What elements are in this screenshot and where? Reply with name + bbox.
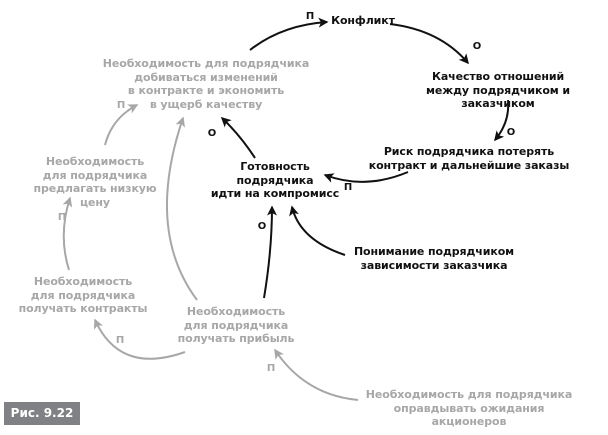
polarity-conflict-to-quality: О — [472, 41, 482, 52]
node-compromise: Готовность подрядчика идти на компромисс — [210, 160, 340, 200]
polarity-quality-to-risk: О — [506, 127, 516, 138]
polarity-compromise-to-change: О — [207, 128, 217, 139]
arrow-profit-to-change — [166, 116, 198, 301]
node-relationship-quality: Качество отношений между подрядчиком и з… — [425, 70, 571, 110]
polarity-profit-to-contracts: П — [115, 335, 125, 346]
node-get-contracts: Необходимость для подрядчика получать ко… — [18, 275, 148, 315]
arrow-contracts-to-lowprice — [62, 196, 73, 271]
node-get-profit: Необходимость для подрядчика получать пр… — [177, 305, 295, 345]
polarity-change-to-conflict: П — [305, 11, 315, 22]
arrow-shareholders-to-profit — [274, 348, 359, 401]
polarity-risk-to-compromise: П — [343, 182, 353, 193]
polarity-lowprice-to-change: П — [116, 100, 126, 111]
polarity-profit-to-compromise: О — [257, 221, 267, 232]
node-low-price: Необходимость для подрядчика предлагать … — [33, 155, 157, 209]
node-shareholders: Необходимость для подрядчика оправдывать… — [365, 388, 573, 428]
arrow-lowprice-to-change — [104, 104, 139, 146]
polarity-shareholders-to-profit: П — [266, 363, 276, 374]
figure-label: Рис. 9.22 — [4, 402, 80, 425]
arrow-risk-to-compromise — [323, 171, 409, 183]
node-understanding: Понимание подрядчиком зависимости заказч… — [353, 245, 515, 272]
arrow-compromise-to-change — [220, 116, 256, 159]
node-conflict: Конфликт — [331, 14, 395, 27]
node-risk-losing: Риск подрядчика потерять контракт и даль… — [368, 145, 570, 172]
arrow-profit-to-compromise — [263, 205, 277, 299]
polarity-contracts-to-lowprice: П — [57, 212, 67, 223]
arrow-change-to-conflict — [249, 17, 329, 51]
arrow-conflict-to-quality — [389, 23, 469, 65]
arrow-quality-to-risk — [494, 99, 510, 142]
arrow-understanding-to-compromise — [289, 205, 346, 256]
arrow-profit-to-contracts — [93, 318, 186, 360]
node-change-contract: Необходимость для подрядчика добиваться … — [102, 57, 310, 111]
